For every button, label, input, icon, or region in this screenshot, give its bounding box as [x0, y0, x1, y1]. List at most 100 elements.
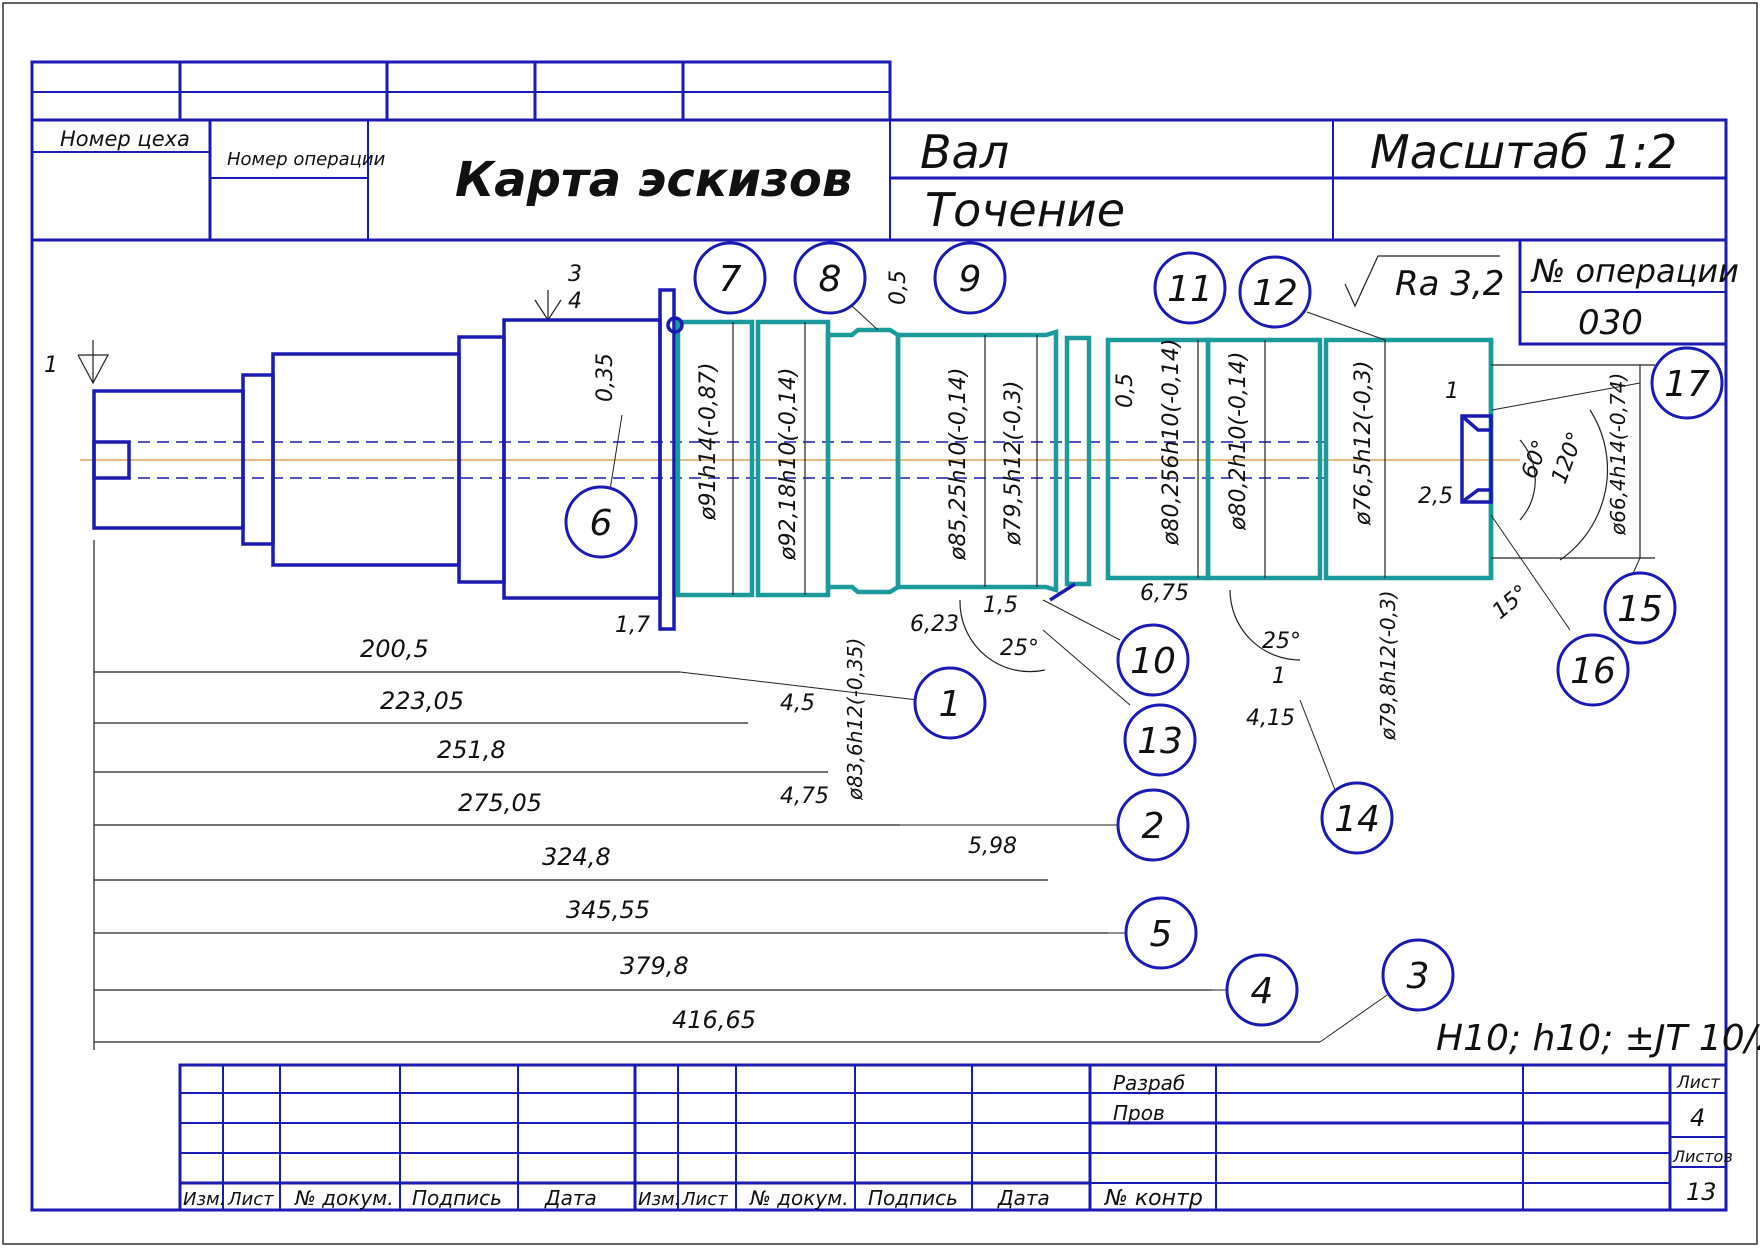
- bubble-11: 11: [1153, 251, 1227, 325]
- bubble-13: 13: [1123, 703, 1197, 777]
- svg-text:2: 2: [1142, 806, 1165, 847]
- machined-surfaces: [666, 316, 1494, 602]
- roughness-value: Ra 3,2: [1395, 264, 1504, 304]
- svg-text:Изм.: Изм.: [183, 1189, 225, 1210]
- bubble-9: 9: [933, 241, 1007, 315]
- svg-text:1: 1: [1272, 664, 1286, 689]
- svg-text:10: 10: [1130, 641, 1176, 682]
- len-3: 275,05: [458, 789, 542, 817]
- top-strip: [30, 60, 892, 122]
- svg-text:9: 9: [959, 259, 982, 300]
- svg-text:Лист: Лист: [681, 1189, 728, 1210]
- op-no-value: 030: [1578, 303, 1643, 343]
- len-5: 345,55: [566, 896, 650, 924]
- svg-text:6: 6: [590, 503, 613, 544]
- svg-text:1: 1: [44, 353, 58, 378]
- dia-7: ø76,5h12(-0,3): [1351, 361, 1376, 526]
- dia-2: ø83,6h12(-0,35): [843, 638, 867, 801]
- role-checker: Пров: [1113, 1101, 1165, 1125]
- svg-text:1: 1: [1445, 379, 1459, 404]
- diameter-dimensions: ø91h14(-0,87) ø92,18h10(-0,14) ø83,6h12(…: [696, 322, 1655, 801]
- len-7: 416,65: [672, 1006, 756, 1034]
- svg-text:2,5: 2,5: [1418, 484, 1453, 509]
- dia-6: ø80,2h10(-0,14): [1226, 352, 1251, 531]
- role-developer: Разраб: [1113, 1071, 1185, 1095]
- dia-5: ø80,256h10(-0,14): [1159, 339, 1184, 546]
- title-block: Изм. Лист № докум. Подпись Дата Изм. Лис…: [178, 1063, 1733, 1212]
- roughness-mark: Ra 3,2: [1344, 255, 1504, 308]
- svg-text:4: 4: [1251, 971, 1274, 1012]
- leader-lines: [609, 305, 1641, 1043]
- svg-text:13: 13: [1137, 721, 1183, 762]
- bubble-6: 6: [564, 485, 638, 559]
- roughness-local: 1 3 4: [44, 262, 582, 385]
- svg-text:1,5: 1,5: [983, 593, 1018, 618]
- page-title: Карта эскизов: [455, 152, 852, 208]
- shop-label: Номер цеха: [60, 127, 190, 151]
- svg-text:14: 14: [1334, 799, 1380, 840]
- bubble-2: 2: [1116, 788, 1190, 862]
- svg-text:4,5: 4,5: [780, 691, 815, 716]
- len-6: 379,8: [620, 952, 689, 980]
- bubble-15: 15: [1603, 571, 1677, 645]
- svg-text:0,5: 0,5: [1113, 373, 1138, 408]
- len-1: 223,05: [380, 687, 464, 715]
- svg-text:1: 1: [939, 684, 962, 725]
- len-2: 251,8: [437, 736, 506, 764]
- tolerance-note: H10; h10; ±JT 10/2.: [1436, 1018, 1760, 1059]
- bubble-3: 3: [1381, 938, 1455, 1012]
- sheet-label: Лист: [1676, 1073, 1721, 1093]
- dia-4: ø79,5h12(-0,3): [1001, 381, 1026, 546]
- operation-label: Номер операции: [227, 149, 386, 170]
- svg-text:3: 3: [568, 262, 582, 287]
- svg-text:8: 8: [819, 259, 842, 300]
- bubble-16: 16: [1556, 633, 1630, 707]
- svg-text:Подпись: Подпись: [412, 1186, 502, 1210]
- len-0: 200,5: [360, 635, 429, 663]
- bubble-4: 4: [1225, 953, 1299, 1027]
- bubble-12: 12: [1238, 255, 1312, 329]
- svg-text:Лист: Лист: [227, 1189, 274, 1210]
- svg-text:0,5: 0,5: [886, 270, 911, 305]
- svg-text:Дата: Дата: [997, 1186, 1050, 1210]
- svg-text:16: 16: [1570, 651, 1616, 692]
- svg-text:15°: 15°: [1488, 580, 1534, 624]
- svg-text:№ докум.: № докум.: [749, 1186, 849, 1210]
- bubble-17: 17: [1650, 346, 1724, 420]
- dia-3: ø85,25h10(-0,14): [946, 368, 971, 561]
- svg-text:Дата: Дата: [544, 1186, 597, 1210]
- bubble-14: 14: [1320, 781, 1394, 855]
- dia-1: ø92,18h10(-0,14): [776, 368, 801, 561]
- svg-text:5,98: 5,98: [968, 834, 1017, 859]
- svg-text:17: 17: [1664, 364, 1710, 405]
- sheet-value: 4: [1690, 1104, 1705, 1132]
- sheets-label: Листов: [1672, 1147, 1733, 1166]
- svg-text:15: 15: [1617, 589, 1663, 630]
- sheets-value: 13: [1686, 1178, 1717, 1206]
- role-norm-control: № контр: [1104, 1186, 1203, 1211]
- operation-name: Точение: [925, 183, 1125, 237]
- shaft-outline: [80, 288, 1520, 631]
- bubble-7: 7: [693, 241, 767, 315]
- svg-text:4: 4: [568, 289, 582, 314]
- scale-label: Масштаб 1:2: [1370, 125, 1677, 179]
- dia-0: ø91h14(-0,87): [696, 363, 721, 521]
- dia-9: ø66,4h14(-0,74): [1606, 373, 1630, 536]
- part-name: Вал: [920, 125, 1009, 179]
- svg-text:5: 5: [1150, 914, 1173, 955]
- callout-bubbles: 1 2 3 4 5 6 7 8 9 10 11 12 13 14 15 16 1…: [564, 241, 1724, 1027]
- svg-text:6,75: 6,75: [1140, 581, 1189, 606]
- svg-text:12: 12: [1252, 273, 1298, 314]
- len-4: 324,8: [542, 843, 611, 871]
- bubble-1: 1: [913, 666, 987, 740]
- length-dimensions: 200,5 223,05 251,8 275,05 324,8 345,55 3…: [93, 540, 1320, 1050]
- bubble-8: 8: [793, 241, 867, 315]
- svg-text:Подпись: Подпись: [868, 1186, 958, 1210]
- svg-text:Изм.: Изм.: [638, 1189, 680, 1210]
- small-dimensions: 0,35 0,5 0,5 1,7 4,5 4,75 5,98 6,23 1,5 …: [593, 270, 1459, 859]
- svg-text:25°: 25°: [1262, 629, 1301, 654]
- header-block: Номер цеха Номер операции Карта эскизов …: [32, 120, 1726, 242]
